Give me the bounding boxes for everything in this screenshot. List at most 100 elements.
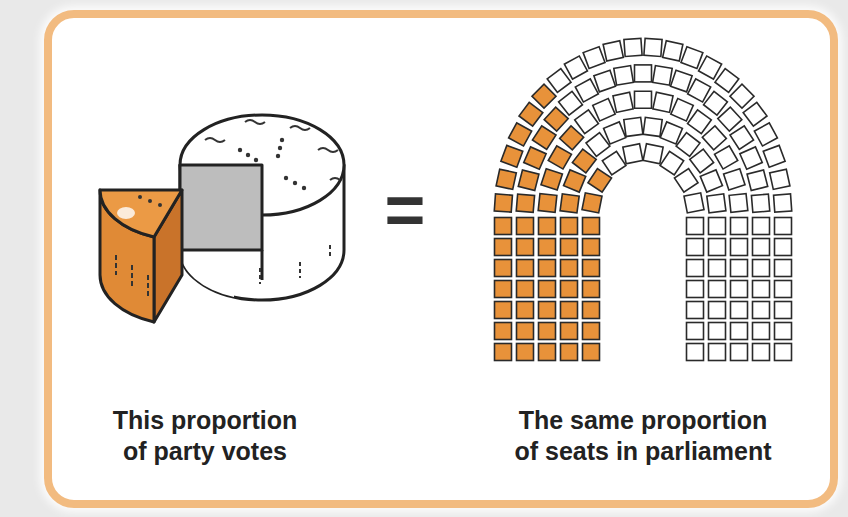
parliament-seat [561,323,578,340]
parliament-seat [730,84,754,108]
parliament-seat [517,239,534,256]
parliament-seat [731,281,748,298]
parliament-seat [624,117,643,136]
highlight [117,207,135,219]
parliament-seat [602,151,626,175]
parliament-seat [575,110,599,134]
parliament-seat [754,123,777,146]
parliament-seat [715,146,738,169]
rind-mark [318,148,338,152]
parliament-seat [572,149,596,173]
parliament-seat [583,281,600,298]
parliament-seat [548,146,571,169]
parliament-seats [494,38,791,360]
parliament-seat [660,122,682,144]
parliament-seat [495,260,512,277]
rind-mark [116,255,148,297]
parliament-seat [775,260,792,277]
parliament-seat [709,239,726,256]
parliament-seat [547,69,571,93]
parliament-seat [709,218,726,235]
parliament-seat [561,218,578,235]
parliament-seat [583,239,600,256]
parliament-seat [532,126,556,150]
cheese-wheel [180,115,344,300]
parliament-seat [560,126,584,150]
parliament-seat [532,84,556,108]
parliament-seat [671,99,693,121]
parliament-seat [539,281,556,298]
parliament-seat [501,145,523,167]
parliament-seat [518,170,539,191]
parliament-seat [709,281,726,298]
parliament-seat [671,70,693,92]
parliament-seat [561,344,578,361]
slice-top [100,190,182,237]
parliament-seat [516,194,534,212]
parliament-seat [509,123,532,146]
rind-mark [245,120,265,124]
parliament-seat [517,344,534,361]
parliament-seat [561,260,578,277]
parliament-seat [747,170,768,191]
parliament-seat [687,281,704,298]
parliament-seat [715,69,739,93]
parliament-seat [644,38,662,56]
parliament-seat [623,144,643,164]
parliament-seat [763,145,785,167]
parliament-seat [583,302,600,319]
caption-text: The same proportion of seats in parliame… [488,405,798,468]
parliament-seat [561,302,578,319]
parliament-seat [730,126,754,150]
parliament-seat [753,302,770,319]
parliament-seat [583,218,600,235]
parliament-seat [709,344,726,361]
parliament-seat [561,239,578,256]
parliament-seat [575,79,598,102]
parliament-seat [688,110,712,134]
parliament-seat [559,91,583,115]
parliament-seat [731,218,748,235]
parliament-seat [702,126,726,150]
parliament-seat [539,323,556,340]
parliament-seat [564,170,586,192]
parliament-seat [594,70,616,92]
equals-sign: = [360,175,450,245]
parliament-seat [635,91,652,108]
parliament-seat [524,147,546,169]
parliament-seat [495,218,512,235]
parliament-seat [699,56,722,79]
parliament-seat [588,169,612,193]
parliament-seat [740,147,762,169]
parliament-seat [519,102,543,126]
parliament-seat [561,281,578,298]
parliament-seat [753,323,770,340]
parliament-seat [544,107,568,131]
parliament-seat [583,47,605,69]
parliament-seat [660,151,684,175]
parliament-seat [495,281,512,298]
parliament-seat [495,302,512,319]
parliament-seat [583,344,600,361]
parliament-seat [687,239,704,256]
parliament-seat [517,323,534,340]
parliament-seat [495,344,512,361]
caption-text: This proportion of party votes [95,405,315,468]
parliament-seat [775,323,792,340]
parliament-seat [635,65,652,82]
parliament-seat [687,260,704,277]
rind-mark [205,138,225,142]
parliament-seat [539,239,556,256]
parliament-seat [687,344,704,361]
parliament-seat [731,239,748,256]
rind-mark [330,178,340,180]
parliament-seat [583,260,600,277]
parliament-seat [624,38,642,56]
parliament-seat [688,79,711,102]
parliament-seat [770,169,790,189]
parliament-seat [687,302,704,319]
parliament-seat [775,218,792,235]
parliament-seat [775,239,792,256]
parliament-seat [564,56,587,79]
parliament-seat [681,47,703,69]
